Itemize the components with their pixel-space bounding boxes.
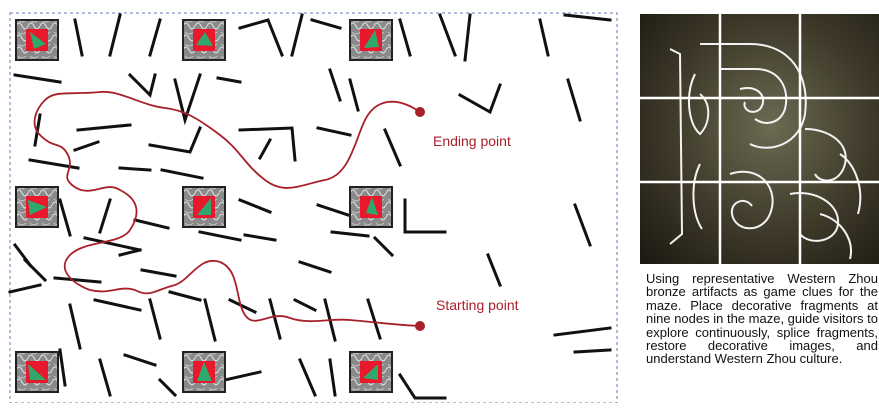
node-9 (349, 351, 393, 393)
caption-text: Using representative Western Zhou bronze… (646, 272, 878, 367)
fragment-icon (196, 32, 213, 46)
fragment-icon (364, 30, 379, 48)
fragment-icon (28, 200, 47, 215)
bronze-pattern-icon (669, 43, 862, 260)
node-3 (349, 19, 393, 61)
maze-walls (8, 13, 612, 400)
ending-point-dot (415, 107, 425, 117)
node-4 (15, 186, 59, 228)
starting-point-label: Starting point (436, 297, 519, 313)
starting-point-dot (415, 321, 425, 331)
artifact-grid (640, 14, 879, 264)
ending-point-label: Ending point (433, 133, 511, 149)
node-5 (182, 186, 226, 228)
node-1 (15, 19, 59, 61)
fragment-icon (197, 198, 211, 215)
maze-route (33, 91, 421, 327)
node-2 (182, 19, 226, 61)
fragment-icon (366, 197, 378, 215)
fragment-icon (30, 32, 46, 49)
fragment-icon (28, 364, 46, 380)
node-7 (15, 351, 59, 393)
fragment-icon (363, 364, 378, 380)
node-6 (349, 186, 393, 228)
maze-diagram: Ending point Starting point (8, 12, 618, 404)
bronze-artifact-image (640, 14, 879, 264)
fragment-icon (197, 362, 212, 381)
maze-boundary (9, 12, 618, 404)
node-8 (182, 351, 226, 393)
